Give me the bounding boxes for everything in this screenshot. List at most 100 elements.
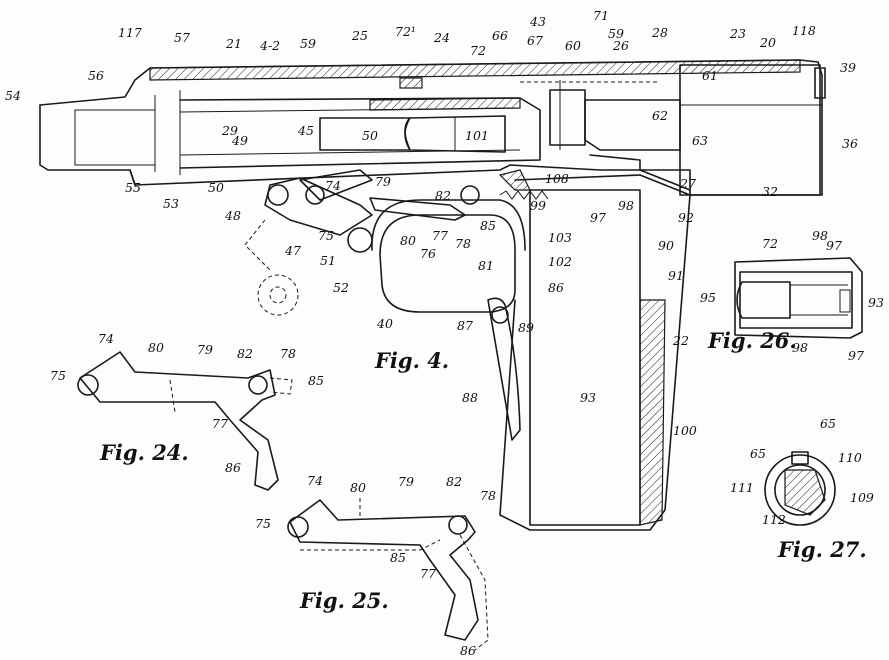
ref-90: 90: [658, 238, 674, 253]
frame-rail: [129, 164, 641, 186]
magazine-93: [529, 189, 641, 526]
ref-78: 78: [455, 236, 471, 251]
ref-76: 76: [420, 246, 436, 261]
ref-100: 100: [673, 423, 697, 438]
ref-40: 40: [376, 316, 393, 331]
spring-103: [499, 190, 549, 200]
barrel-hatch: [369, 97, 521, 111]
ghost-pivot: [257, 274, 299, 316]
ref-77: 77: [432, 228, 448, 243]
ref-109: 109: [850, 490, 874, 505]
fig24-trigger-linkage: [77, 351, 293, 491]
grip-hatch-22: [639, 299, 666, 526]
ref-97: 97: [590, 210, 606, 225]
ref-89: 89: [518, 320, 534, 335]
ref-86-fig24: 86: [225, 460, 241, 475]
ref-112: 112: [762, 512, 786, 527]
ref-20: 20: [759, 35, 776, 50]
ref-97-fig26b: 97: [848, 348, 864, 363]
ref-79-fig24: 79: [197, 342, 213, 357]
ref-60: 60: [565, 38, 581, 53]
ref-42: 4-2: [259, 38, 280, 53]
ref-74-fig25: 74: [307, 473, 323, 488]
sear-74: [299, 169, 373, 201]
bullet-101: [404, 115, 506, 153]
reference-numbers: 117 57 4-2 59 21 25 72¹ 24 43 71 66 67 6…: [5, 8, 884, 658]
ref-51: 51: [320, 253, 336, 268]
ref-50: 50: [362, 128, 378, 143]
ref-75-fig25: 75: [255, 516, 271, 531]
ref-72: 72: [470, 43, 486, 58]
fig25-trigger-linkage: [287, 498, 489, 651]
caption-fig25: Fig. 25.: [299, 588, 389, 613]
ref-45: 45: [297, 123, 314, 138]
ref-36: 36: [842, 136, 858, 151]
ref-21: 21: [225, 36, 242, 51]
ref-74: 74: [325, 178, 341, 193]
serrations-72: [399, 77, 423, 89]
ref-49: 49: [231, 133, 248, 148]
ref-79-fig25: 79: [398, 474, 414, 489]
ref-111: 111: [730, 480, 754, 495]
ref-65-fig27b: 65: [750, 446, 766, 461]
ref-102: 102: [548, 254, 572, 269]
barrel: [179, 97, 541, 169]
ref-25: 25: [351, 28, 368, 43]
fig26-cartridge-detail: [734, 257, 863, 339]
ref-43: 43: [529, 14, 546, 29]
ref-71: 71: [593, 8, 609, 23]
ref-92: 92: [678, 210, 694, 225]
slide-top-hatch: [149, 59, 801, 81]
ref-26: 26: [612, 38, 629, 53]
ref-72-1: 72¹: [395, 24, 416, 39]
ref-66: 66: [492, 28, 508, 43]
caption-fig27: Fig. 27.: [777, 537, 867, 562]
ref-24: 24: [433, 30, 450, 45]
fig26-bullet: [736, 281, 791, 319]
ref-22: 22: [672, 333, 689, 348]
ref-72-fig26: 72: [762, 236, 778, 251]
ref-79: 79: [375, 174, 391, 189]
ref-54: 54: [5, 88, 21, 103]
ref-85-fig25: 85: [390, 550, 406, 565]
ref-67: 67: [527, 33, 543, 48]
ref-86-fig25: 86: [460, 643, 476, 658]
slide-outline: [39, 59, 823, 196]
caption-fig24: Fig. 24.: [99, 440, 189, 465]
ref-88: 88: [462, 390, 478, 405]
ref-61: 61: [702, 68, 718, 83]
ref-77-fig25: 77: [420, 566, 436, 581]
ref-80-fig25: 80: [350, 480, 366, 495]
ref-98-fig26: 98: [812, 228, 828, 243]
ref-23: 23: [729, 26, 746, 41]
extractor: [584, 99, 681, 151]
ref-55: 55: [125, 180, 141, 195]
ref-29: 29: [221, 123, 238, 138]
ref-82: 82: [435, 188, 451, 203]
disconnector-79: [369, 197, 466, 221]
ref-52: 52: [333, 280, 349, 295]
ref-98-fig26b: 98: [792, 340, 808, 355]
ref-82-fig25: 82: [446, 474, 462, 489]
pivot-75: [305, 185, 325, 205]
fig4-pistol-section: [39, 59, 826, 531]
ref-75: 75: [318, 228, 334, 243]
breech-block: [549, 89, 586, 146]
fig25-lever: [289, 499, 479, 641]
ref-59: 59: [300, 36, 316, 51]
fig27-outer-ring: [764, 454, 836, 526]
fig24-lever: [79, 351, 279, 491]
fig27-cross-section: [764, 451, 836, 526]
ref-78-fig24: 78: [280, 346, 296, 361]
ref-65-fig27: 65: [820, 416, 836, 431]
ref-78-fig25: 78: [480, 488, 496, 503]
ref-27: 27: [679, 176, 696, 191]
ref-80: 80: [400, 233, 416, 248]
ref-99: 99: [530, 198, 546, 213]
ref-98: 98: [618, 198, 634, 213]
ref-101: 101: [465, 128, 489, 143]
ref-59b: 59: [608, 26, 624, 41]
pivot-48: [267, 184, 289, 206]
ref-93-fig26: 93: [868, 295, 884, 310]
